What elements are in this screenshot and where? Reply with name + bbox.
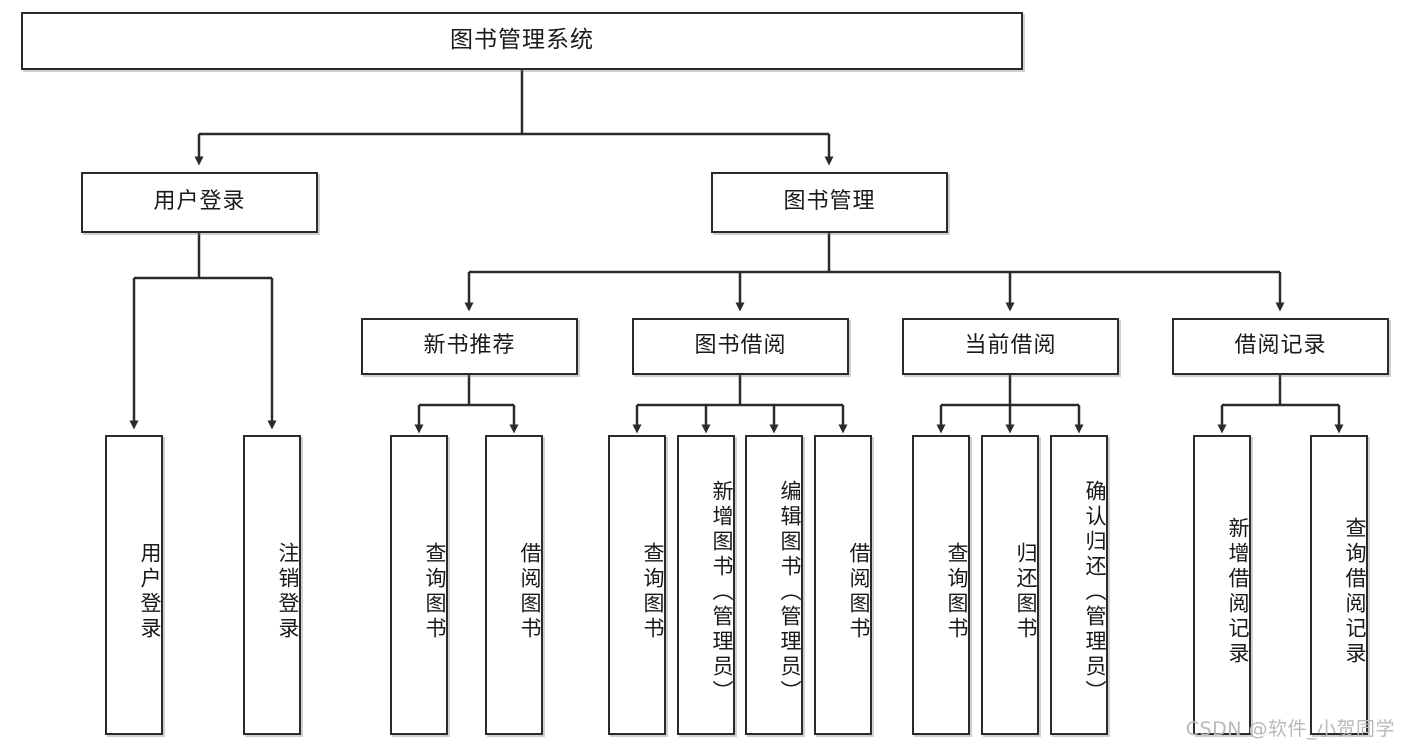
leaf-borrow-book-1[interactable]: 借阅图书 — [485, 435, 543, 735]
leaf-edit-book[interactable]: 编辑图书（管理员） — [745, 435, 803, 735]
leaf-user-login[interactable]: 用户登录 — [105, 435, 163, 735]
node-user-login-label: 用户登录 — [153, 189, 246, 215]
node-borrow-record[interactable]: 借阅记录 — [1172, 318, 1389, 375]
leaf-query-book-3[interactable]: 查询图书 — [912, 435, 970, 735]
leaf-add-book-label: 新增图书（管理员） — [710, 479, 734, 705]
node-book-manage-label: 图书管理 — [783, 189, 876, 215]
leaf-query-book-2-label: 查询图书 — [641, 542, 665, 642]
leaf-add-record[interactable]: 新增借阅记录 — [1193, 435, 1251, 735]
leaf-edit-book-label: 编辑图书（管理员） — [778, 479, 802, 705]
leaf-query-book-2[interactable]: 查询图书 — [608, 435, 666, 735]
leaf-confirm-return-label: 确认归还（管理员） — [1083, 479, 1107, 705]
node-root-label: 图书管理系统 — [450, 27, 594, 54]
leaf-query-book-1[interactable]: 查询图书 — [390, 435, 448, 735]
node-new-book-recommend[interactable]: 新书推荐 — [361, 318, 578, 375]
leaf-confirm-return[interactable]: 确认归还（管理员） — [1050, 435, 1108, 735]
leaf-query-record-label: 查询借阅记录 — [1343, 517, 1367, 667]
node-new-book-recommend-label: 新书推荐 — [423, 333, 516, 359]
leaf-query-book-3-label: 查询图书 — [945, 542, 969, 642]
leaf-query-book-1-label: 查询图书 — [423, 542, 447, 642]
leaf-borrow-book-1-label: 借阅图书 — [518, 542, 542, 642]
node-book-manage[interactable]: 图书管理 — [711, 172, 948, 233]
leaf-logout-login[interactable]: 注销登录 — [243, 435, 301, 735]
node-root[interactable]: 图书管理系统 — [21, 12, 1023, 70]
node-current-borrow-label: 当前借阅 — [964, 333, 1057, 359]
leaf-add-record-label: 新增借阅记录 — [1226, 517, 1250, 667]
node-book-borrow[interactable]: 图书借阅 — [632, 318, 849, 375]
leaf-add-book[interactable]: 新增图书（管理员） — [677, 435, 735, 735]
csdn-watermark: CSDN @软件_小贺同学 — [1185, 718, 1395, 740]
node-user-login[interactable]: 用户登录 — [81, 172, 318, 233]
leaf-user-login-label: 用户登录 — [138, 542, 162, 642]
leaf-return-book[interactable]: 归还图书 — [981, 435, 1039, 735]
node-current-borrow[interactable]: 当前借阅 — [902, 318, 1119, 375]
leaf-query-record[interactable]: 查询借阅记录 — [1310, 435, 1368, 735]
leaf-logout-login-label: 注销登录 — [276, 542, 300, 642]
leaf-borrow-book-2[interactable]: 借阅图书 — [814, 435, 872, 735]
leaf-return-book-label: 归还图书 — [1014, 542, 1038, 642]
node-book-borrow-label: 图书借阅 — [694, 333, 787, 359]
node-borrow-record-label: 借阅记录 — [1234, 333, 1327, 359]
leaf-borrow-book-2-label: 借阅图书 — [847, 542, 871, 642]
